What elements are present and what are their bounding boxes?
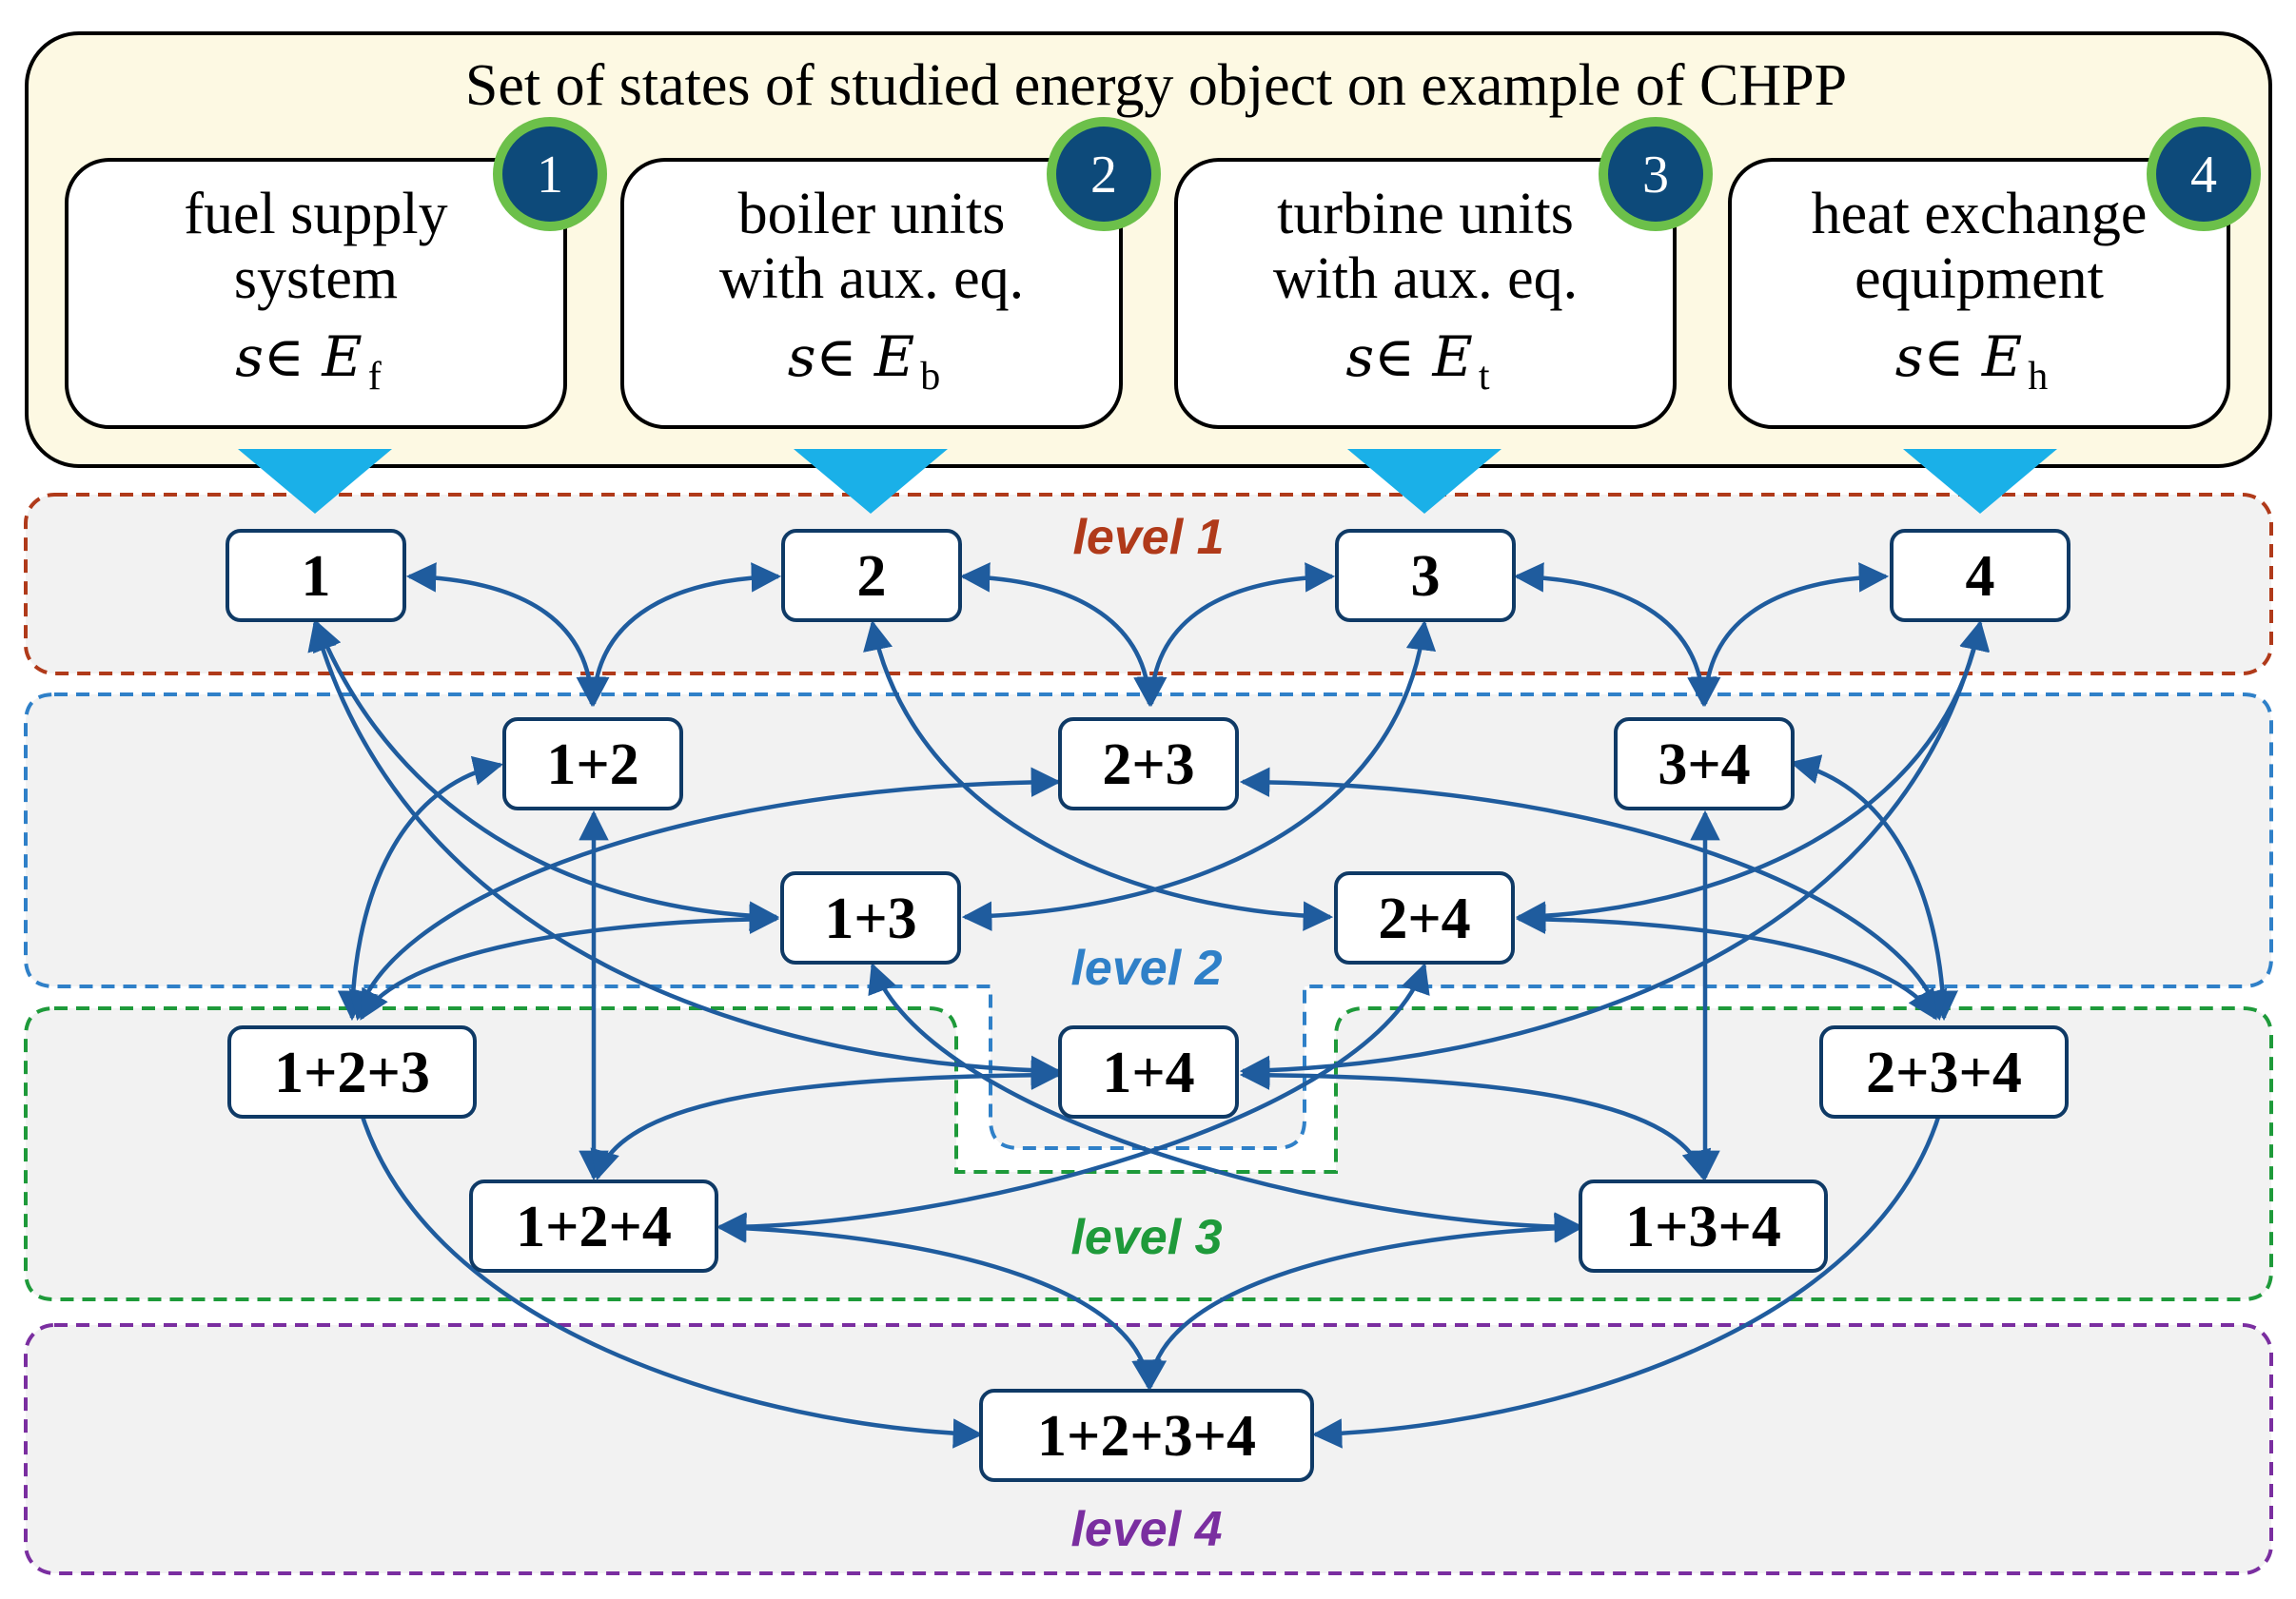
edge-123-1234 <box>345 1085 984 1449</box>
node-2-3: 2+3 <box>1058 717 1239 810</box>
svg-text:1+3: 1+3 <box>824 887 916 951</box>
edge-13-123 <box>360 904 780 1021</box>
node-1-2: 1+2 <box>502 717 683 810</box>
svg-text:1: 1 <box>302 544 331 609</box>
node-3-4: 3+4 <box>1614 717 1795 810</box>
system-boiler-units-line2: with aux. eq. <box>719 246 1024 311</box>
system-heat-exchange-line2: equipment <box>1854 246 2104 311</box>
svg-text:1+2+3: 1+2+3 <box>274 1041 430 1105</box>
node-1-3-4: 1+3+4 <box>1579 1180 1828 1273</box>
svg-text:4: 4 <box>2190 146 2217 205</box>
node-1: 1 <box>226 529 406 622</box>
panel-title: Set of states of studied energy object o… <box>465 53 1847 118</box>
node-1-3: 1+3 <box>780 871 961 965</box>
svg-text:3: 3 <box>1411 544 1441 609</box>
badge-3-icon: 3 <box>1599 117 1713 231</box>
svg-text:2: 2 <box>1090 146 1117 205</box>
svg-text:1+4: 1+4 <box>1102 1041 1194 1105</box>
edge-234-1234 <box>1311 1085 1955 1449</box>
svg-text:2: 2 <box>857 544 887 609</box>
badge-1-icon: 1 <box>493 117 607 231</box>
svg-text:1+2+4: 1+2+4 <box>516 1195 672 1259</box>
node-4: 4 <box>1890 529 2070 622</box>
svg-text:3: 3 <box>1642 146 1669 205</box>
node-2-4: 2+4 <box>1334 871 1515 965</box>
badge-2-icon: 2 <box>1047 117 1161 231</box>
node-3: 3 <box>1335 529 1516 622</box>
svg-text:2+3: 2+3 <box>1102 732 1194 797</box>
edge-24-234 <box>1515 904 1937 1021</box>
edge-124-1234 <box>716 1213 1162 1391</box>
level-1-label: level 1 <box>1072 510 1224 565</box>
edge-134-1234 <box>1136 1213 1585 1391</box>
node-1-2-4: 1+2+4 <box>469 1180 718 1273</box>
svg-text:4: 4 <box>1966 544 1995 609</box>
system-boiler-units-line1: boiler units <box>738 182 1006 246</box>
node-1-2-3: 1+2+3 <box>227 1025 477 1119</box>
svg-text:1: 1 <box>537 146 563 205</box>
transition-edges <box>307 562 1991 1449</box>
svg-text:2+4: 2+4 <box>1378 887 1470 951</box>
svg-text:3+4: 3+4 <box>1658 732 1750 797</box>
triangle-1-icon <box>238 449 392 514</box>
triangle-connectors <box>238 449 2057 514</box>
system-turbine-units-line2: with aux. eq. <box>1273 246 1578 311</box>
node-2-3-4: 2+3+4 <box>1819 1025 2069 1119</box>
svg-text:2+3+4: 2+3+4 <box>1866 1041 2022 1105</box>
triangle-4-icon <box>1903 449 2057 514</box>
level-2-label: level 2 <box>1070 941 1222 996</box>
node-1-2-3-4: 1+2+3+4 <box>979 1389 1314 1482</box>
system-heat-exchange-line1: heat exchange <box>1812 182 2148 246</box>
triangle-2-icon <box>794 449 948 514</box>
triangle-3-icon <box>1347 449 1501 514</box>
level-4-label: level 4 <box>1070 1502 1222 1557</box>
svg-text:1+2+3+4: 1+2+3+4 <box>1037 1404 1256 1469</box>
svg-text:1+2: 1+2 <box>546 732 638 797</box>
node-2: 2 <box>781 529 962 622</box>
level-3-label: level 3 <box>1070 1210 1222 1265</box>
system-fuel-supply-line2: system <box>234 246 398 311</box>
system-fuel-supply-line1: fuel supply <box>184 182 447 246</box>
system-turbine-units-line1: turbine units <box>1277 182 1574 246</box>
state-nodes: 1 2 3 4 1+2 2+3 3+4 1+3 <box>226 529 2070 1482</box>
states-panel: Set of states of studied energy object o… <box>25 31 2272 468</box>
svg-text:1+3+4: 1+3+4 <box>1625 1195 1781 1259</box>
badge-4-icon: 4 <box>2147 117 2261 231</box>
node-1-4: 1+4 <box>1058 1025 1239 1119</box>
